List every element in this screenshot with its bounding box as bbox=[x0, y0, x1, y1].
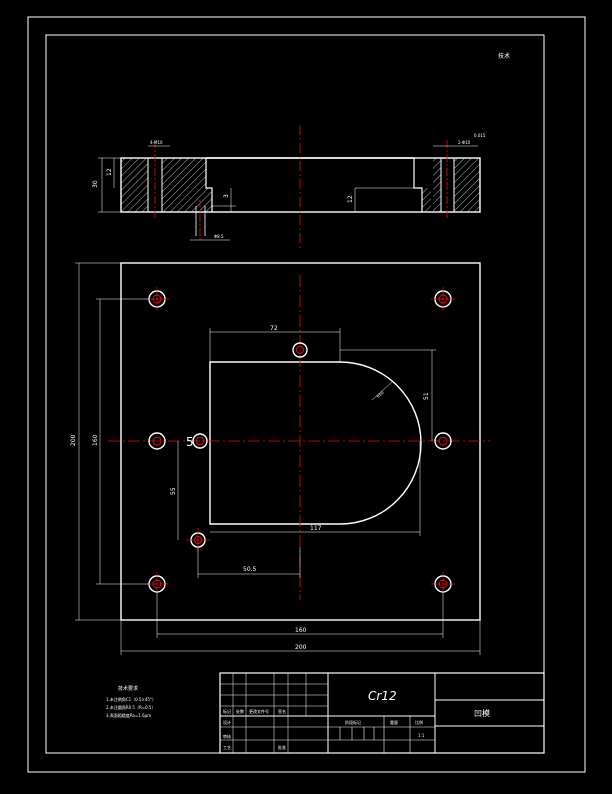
dim-r50: R50 bbox=[375, 390, 385, 399]
pin-hole-top bbox=[292, 342, 308, 358]
technical-notes: 技术要求 1.未注倒角C1（0.5×45°） 2.未注圆角R0.5（R=0.5）… bbox=[106, 685, 156, 718]
dim-height-outer: 30 bbox=[92, 180, 99, 188]
dim-left-outer: 200 bbox=[70, 434, 77, 446]
tb-label-6: 审核 bbox=[223, 733, 231, 739]
section-view: 4-M10 2-Φ10 0.015 30 12 3 12 Φ8.5 bbox=[92, 125, 486, 250]
corner-mark: 技术 bbox=[498, 52, 510, 60]
section-right-step bbox=[413, 158, 423, 212]
hatch-right-2 bbox=[454, 158, 480, 212]
tb-label-9: 阶段标记 bbox=[345, 719, 361, 725]
tb-label-1: 标记 bbox=[223, 708, 231, 714]
dim-5: 5 bbox=[186, 435, 194, 449]
dim-50-5: 50.5 bbox=[243, 566, 257, 573]
hatch-left-2 bbox=[162, 158, 206, 188]
dim-bottom-outer: 200 bbox=[295, 644, 307, 651]
dim-left-inner: 160 bbox=[92, 434, 99, 446]
hole-top-right bbox=[431, 287, 455, 311]
sheet-outer-border bbox=[27, 16, 586, 773]
tb-label-8: 批准 bbox=[278, 744, 286, 750]
dim-117: 117 bbox=[310, 525, 322, 532]
title-block-frame bbox=[219, 672, 545, 754]
hole-mid-left bbox=[148, 432, 166, 450]
title-block: 标记 处数 更改文件号 签名 设计 审核 工艺 批准 阶段标记 重量 比例 1:… bbox=[219, 672, 545, 754]
notes-line-3: 3.表面粗糙度Ra=1.6μm bbox=[106, 712, 151, 718]
dim-bottom-inner: 160 bbox=[295, 627, 307, 634]
hatch-right-3 bbox=[433, 158, 441, 212]
section-left-step bbox=[205, 158, 213, 212]
dim-top-right-sup: 0.015 bbox=[474, 133, 486, 138]
plan-view: 200 160 72 R50 51 5 55 117 50.5 160 200 bbox=[70, 262, 490, 655]
tb-label-3: 更改文件号 bbox=[249, 708, 269, 714]
tb-label-11: 比例 bbox=[415, 719, 423, 725]
tb-scale: 1:1 bbox=[418, 733, 425, 738]
tb-label-2: 处数 bbox=[236, 708, 244, 714]
tb-label-7: 工艺 bbox=[223, 745, 231, 750]
dim-51: 51 bbox=[423, 392, 430, 400]
hatch-left-3 bbox=[162, 188, 212, 212]
notes-line-2: 2.未注圆角R0.5（R=0.5） bbox=[106, 704, 155, 710]
tb-label-10: 重量 bbox=[390, 719, 398, 725]
dim-55: 55 bbox=[170, 487, 177, 495]
notes-title: 技术要求 bbox=[118, 685, 138, 692]
hole-mid-right bbox=[434, 432, 452, 450]
dim-top-left: 4-M10 bbox=[150, 140, 163, 145]
hatch-right-1 bbox=[422, 188, 431, 212]
tb-label-4: 签名 bbox=[278, 708, 286, 714]
tb-material: Cr12 bbox=[368, 689, 397, 703]
tb-part-name: 凹模 bbox=[474, 708, 490, 718]
hatch-left-1 bbox=[121, 158, 148, 212]
dim-top-right: 2-Φ10 bbox=[458, 140, 471, 145]
pin-hole-left bbox=[192, 433, 208, 449]
dim-r50-leader bbox=[371, 381, 393, 401]
dim-bottom: Φ8.5 bbox=[214, 234, 224, 239]
tb-label-5: 设计 bbox=[223, 719, 231, 725]
dim-72: 72 bbox=[270, 325, 278, 332]
notes-line-1: 1.未注倒角C1（0.5×45°） bbox=[106, 696, 156, 702]
dim-bore-depth: 12 bbox=[347, 195, 354, 203]
dim-height-inner: 12 bbox=[106, 168, 113, 176]
dim-step: 3 bbox=[223, 194, 230, 198]
die-cavity-outline bbox=[209, 361, 422, 525]
plate-outline bbox=[120, 262, 481, 621]
